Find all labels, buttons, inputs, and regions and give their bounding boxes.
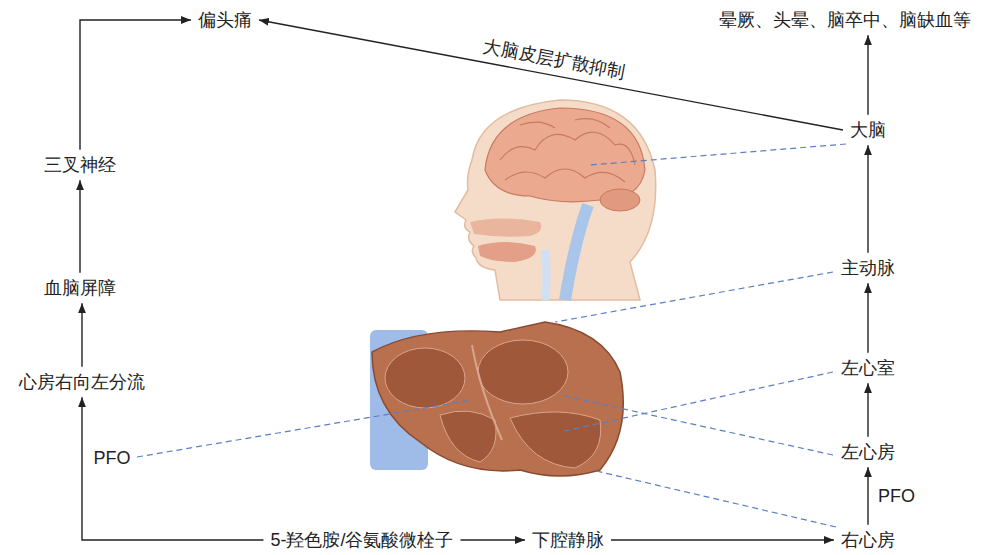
node-text: 左心房 [841,441,895,464]
brainstem-spine [565,205,588,300]
text-node: 大脑 [846,118,890,143]
node-text: 偏头痛 [198,9,252,32]
text-node: 下腔静脉 [528,528,608,553]
node-text: 晕厥、头晕、脑卒中、脑缺血等 [719,9,971,32]
edge-label: 大脑皮层扩散抑制 [479,35,629,85]
node-text: 三叉神经 [44,154,116,177]
text-node: 左心室 [837,356,899,381]
head-illustration [455,100,656,300]
left-ventricle [510,412,601,468]
tongue [478,242,536,262]
text-node: 左心房 [837,440,899,465]
septum [472,345,502,440]
head-outline [455,100,656,300]
arrow-connector [867,35,868,115]
arrow-connector [867,145,868,253]
leader-line [560,395,833,455]
text-node: 血脑屏障 [40,276,120,301]
node-text: 下腔静脉 [532,529,604,552]
node-text: 5-羟色胺/谷氨酸微栓子 [270,529,453,552]
text-node: 三叉神经 [40,153,120,178]
brain-shape [485,108,645,202]
nasal-cavity [470,219,541,237]
heart-illustration [370,322,623,476]
arrow-connector [461,539,526,540]
arrow-connector [259,20,843,130]
right-ventricle [440,411,496,462]
callout-label: PFO [91,447,132,470]
leader-line [590,144,846,165]
heart-outline [372,322,623,476]
node-text: 左心室 [841,357,895,380]
edge-label: PFO [876,485,917,508]
airway [545,250,547,300]
node-text: 心房右向左分流 [19,371,145,394]
arrow-connector [867,467,868,525]
node-text: 血脑屏障 [44,277,116,300]
arrow-connector [80,20,191,150]
arrow-connector [82,397,263,540]
text-node: 主动脉 [837,256,899,281]
leader-lines [137,144,846,527]
leader-line [555,272,833,322]
brain-gyri [500,119,635,182]
text-node: 右心房 [837,528,899,553]
arrow-connector [867,283,868,353]
arrow-connector [611,539,834,540]
right-atrium [385,348,465,408]
cerebellum [600,189,640,211]
arrow-connector [79,180,80,273]
text-node: 偏头痛 [194,8,256,33]
left-atrium [478,340,568,404]
text-node: 5-羟色胺/谷氨酸微栓子 [266,528,457,553]
text-node: 心房右向左分流 [15,370,149,395]
text-node: 晕厥、头晕、脑卒中、脑缺血等 [715,8,975,33]
leader-line [592,470,836,527]
arrow-connector [867,383,868,437]
node-text: 主动脉 [841,257,895,280]
node-text: 右心房 [841,529,895,552]
node-text: 大脑 [850,119,886,142]
arrow-connector [81,303,82,367]
leader-line [560,372,833,432]
leader-line [137,400,472,457]
